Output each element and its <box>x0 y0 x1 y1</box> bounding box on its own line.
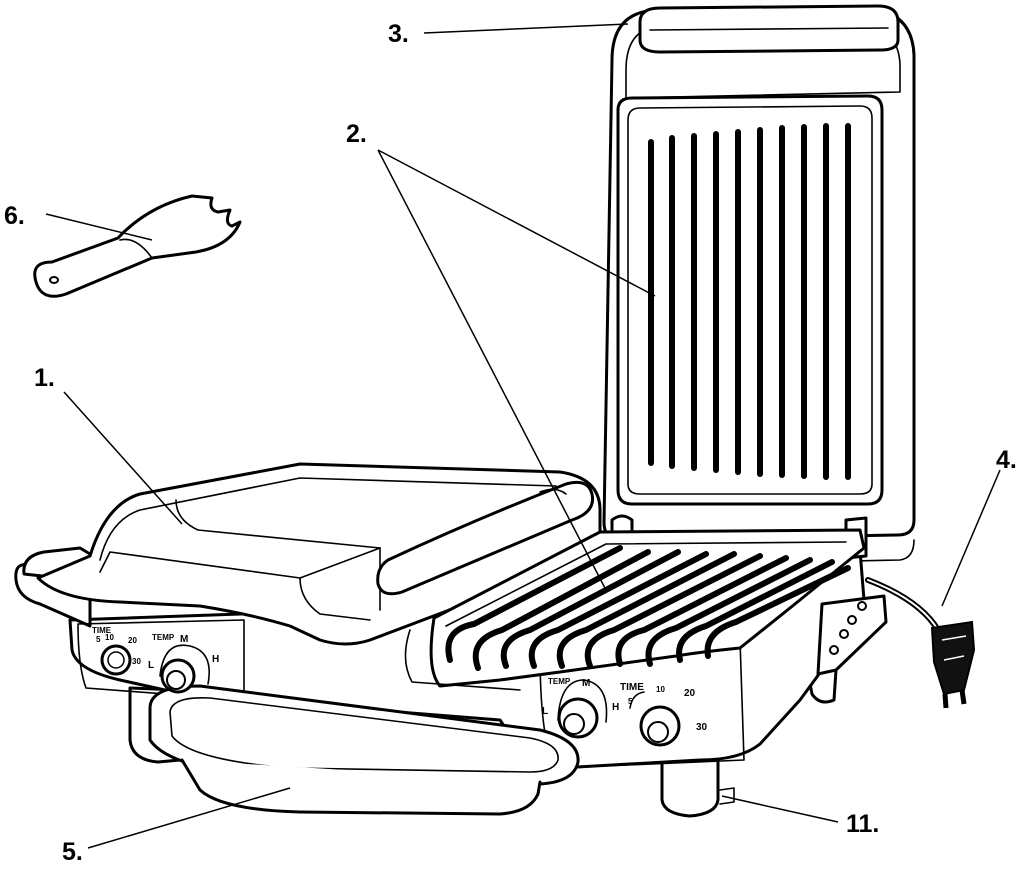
right-time-dial: TIME 5 10 20 30 <box>620 682 708 747</box>
callout-3: 3. <box>388 20 409 48</box>
callout-2: 2. <box>346 120 367 148</box>
leader-3 <box>423 23 629 34</box>
callout-11: 11. <box>846 810 879 838</box>
drip-tray <box>148 684 580 816</box>
left-time-tick-30: 30 <box>132 657 141 666</box>
scraper-tool <box>33 194 242 298</box>
callout-4: 4. <box>996 446 1017 474</box>
left-temp-low: L <box>148 660 154 671</box>
right-temp-low: L <box>542 706 548 717</box>
left-time-label: TIME <box>92 626 112 635</box>
left-closed-cover <box>22 462 602 646</box>
right-time-tick-10: 10 <box>656 685 665 694</box>
callout-6: 6. <box>4 202 25 230</box>
plug <box>930 620 976 709</box>
right-time-tick-30: 30 <box>696 722 708 733</box>
callout-1: 1. <box>34 364 55 392</box>
right-time-tick-20: 20 <box>684 688 696 699</box>
leader-2a <box>377 149 656 297</box>
left-time-dial: TIME 5 10 20 30 <box>92 626 141 676</box>
leader-1 <box>63 391 183 525</box>
lid-handle <box>638 4 900 54</box>
lower-grill-plate <box>404 528 866 691</box>
leader-5 <box>87 787 291 849</box>
upper-grill-plate <box>616 94 884 506</box>
upper-lid <box>602 4 916 567</box>
right-temp-label: TEMP <box>548 677 571 686</box>
callout-5: 5. <box>62 838 83 865</box>
left-temp-dial: TEMP L M H <box>148 633 219 694</box>
right-temp-dial: TEMP L M H <box>542 677 619 739</box>
hinge-bracket <box>816 594 888 676</box>
right-time-tick-5: 5 <box>628 697 633 706</box>
left-time-tick-5: 5 <box>96 635 101 644</box>
leader-11 <box>721 795 839 823</box>
left-time-tick-20: 20 <box>128 636 137 645</box>
leader-6 <box>45 213 153 241</box>
right-temp-medium: M <box>582 678 590 689</box>
left-temp-medium: M <box>180 634 188 645</box>
left-temp-high: H <box>212 654 219 665</box>
power-cord <box>865 577 976 709</box>
leader-4 <box>941 469 1001 607</box>
leader-2b <box>377 149 608 593</box>
left-temp-label: TEMP <box>152 633 175 642</box>
left-time-tick-10: 10 <box>105 633 114 642</box>
right-time-label: TIME <box>620 682 644 693</box>
right-temp-high: H <box>612 702 619 713</box>
